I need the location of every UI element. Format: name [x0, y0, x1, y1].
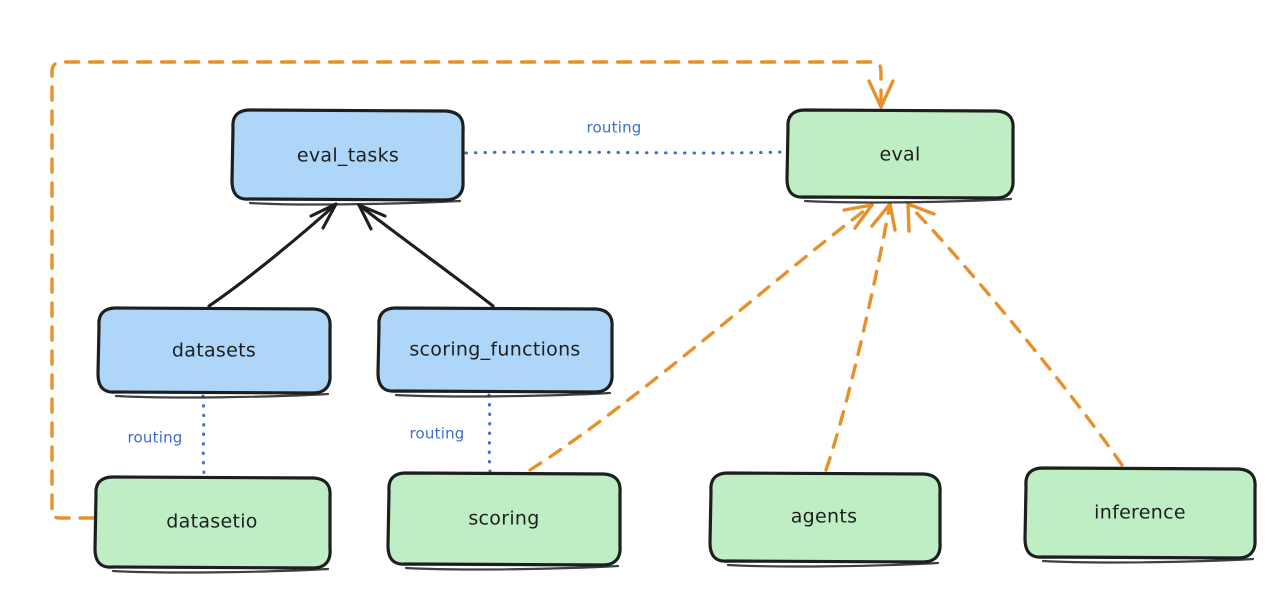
edge-scoring_functions-eval_tasks[interactable]: [357, 203, 495, 308]
arrowhead-scoring-eval: [842, 203, 874, 230]
node-scoring_functions-box[interactable]: [376, 306, 614, 394]
node-datasets[interactable]: datasets: [96, 306, 332, 399]
arrowhead-datasets-eval_tasks: [309, 202, 338, 230]
node-datasets-label: datasets: [172, 340, 256, 362]
node-inference-shadow: [1041, 557, 1255, 564]
edge-group-routing: [201, 150, 786, 476]
node-eval_tasks-shadow: [248, 199, 462, 206]
node-eval_tasks-box[interactable]: [230, 108, 465, 202]
node-agents[interactable]: agents: [708, 471, 942, 568]
arrowhead-scoring_functions-eval_tasks: [357, 203, 387, 231]
edge-label-routing-datasetio: routing: [128, 429, 183, 447]
edge-agents-eval[interactable]: [824, 202, 892, 472]
node-inference-label: inference: [1094, 502, 1186, 524]
node-datasetio[interactable]: datasetio: [93, 475, 332, 574]
node-scoring_functions-label: scoring_functions: [409, 339, 580, 361]
edge-label-routing-scoring: routing: [410, 425, 465, 443]
node-datasets-box[interactable]: [96, 306, 332, 395]
node-inference-box[interactable]: [1023, 466, 1257, 560]
node-inference[interactable]: inference: [1023, 466, 1257, 564]
node-eval-shadow: [803, 197, 1013, 204]
node-scoring-box[interactable]: [386, 471, 622, 567]
arrowhead-datasetio-eval: [867, 79, 895, 109]
edge-datasets-datasetio[interactable]: [201, 394, 206, 476]
node-datasetio-shadow: [111, 567, 330, 574]
edge-group-composition: [207, 202, 495, 308]
edge-inference-eval[interactable]: [906, 202, 1124, 467]
node-agents-box[interactable]: [708, 471, 942, 564]
node-datasets-shadow: [114, 392, 330, 399]
edge-datasets-eval_tasks[interactable]: [207, 202, 338, 308]
edge-group-dependency: [50, 60, 1124, 520]
edge-label-routing-eval: routing: [587, 119, 642, 137]
node-scoring-shadow: [404, 564, 620, 571]
node-eval_tasks[interactable]: eval_tasks: [230, 108, 465, 206]
edge-scoring-eval[interactable]: [528, 203, 874, 472]
arrowhead-agents-eval: [870, 202, 897, 232]
arrowhead-inference-eval: [906, 202, 936, 233]
edge-eval_tasks-eval[interactable]: [464, 150, 786, 155]
node-eval-box[interactable]: [785, 108, 1015, 200]
node-datasetio-label: datasetio: [166, 511, 257, 533]
node-scoring-label: scoring: [468, 508, 539, 530]
node-scoring_functions[interactable]: scoring_functions: [376, 306, 614, 398]
edge-label-group: routing routing routing: [128, 119, 642, 447]
node-scoring[interactable]: scoring: [386, 471, 622, 571]
node-agents-shadow: [726, 561, 940, 568]
edge-datasetio-eval[interactable]: [50, 60, 883, 520]
node-agents-label: agents: [791, 506, 858, 528]
node-eval_tasks-label: eval_tasks: [297, 145, 399, 167]
node-eval[interactable]: eval: [785, 108, 1015, 204]
node-datasetio-box[interactable]: [93, 475, 332, 570]
edge-scoring_functions-scoring[interactable]: [487, 393, 492, 473]
node-scoring_functions-shadow: [394, 391, 612, 398]
node-eval-label: eval: [879, 144, 920, 166]
